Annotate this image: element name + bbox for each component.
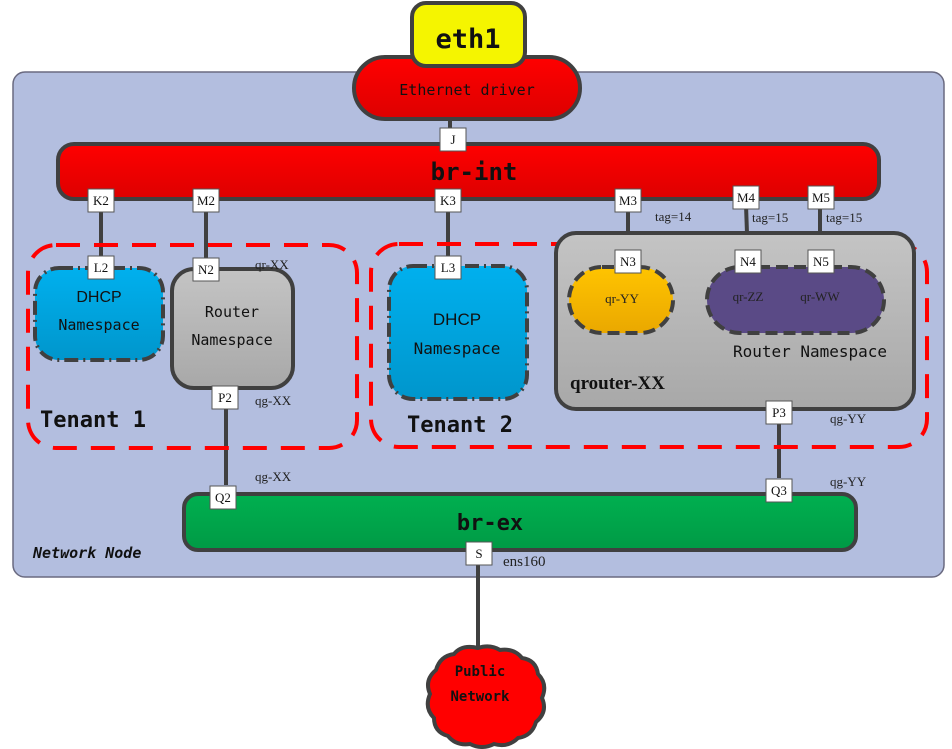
port-box[interactable]: [765, 400, 793, 425]
port-label: M2: [197, 193, 215, 208]
port-label: K2: [93, 193, 109, 208]
port-n2[interactable]: N2: [192, 257, 220, 282]
port-box[interactable]: [614, 188, 642, 213]
port-box[interactable]: [434, 255, 462, 280]
tenant1-qg-label: qg-XX: [255, 393, 292, 408]
port-k3[interactable]: K3: [434, 188, 462, 213]
public-network-cloud[interactable]: [425, 644, 547, 749]
port-label: L2: [94, 260, 108, 275]
port-box[interactable]: [211, 385, 239, 410]
port-box[interactable]: [434, 188, 462, 213]
port-n3[interactable]: N3: [614, 249, 642, 274]
tag-m3: tag=14: [655, 209, 692, 224]
eth1-label: eth1: [435, 24, 500, 55]
br-ex-label: br-ex: [457, 511, 523, 536]
port-box[interactable]: [734, 249, 762, 274]
port-box[interactable]: [209, 485, 237, 510]
tenant1-dhcp-namespace[interactable]: [33, 266, 165, 362]
port-m2[interactable]: M2: [192, 188, 220, 213]
tenant1-qr-label: qr-XX: [255, 257, 289, 272]
ens160-label: ens160: [503, 554, 546, 570]
port-label: K3: [440, 193, 456, 208]
port-q2[interactable]: Q2: [209, 485, 237, 510]
port-label: P2: [218, 390, 232, 405]
port-p3[interactable]: P3: [765, 400, 793, 425]
qrouter-router-namespace-label: Router Namespace: [733, 342, 887, 361]
tenant1-router-namespace[interactable]: [170, 267, 295, 390]
qr-ww-label: qr-WW: [800, 289, 840, 304]
port-box[interactable]: [765, 478, 793, 503]
bridge-qg-xx-label: qg-XX: [255, 469, 292, 484]
port-label: P3: [772, 405, 786, 420]
port-label: Q2: [215, 490, 231, 505]
tenant2-label: Tenant 2: [407, 413, 513, 438]
port-box[interactable]: [192, 188, 220, 213]
tenant1-region: [26, 243, 359, 450]
port-box[interactable]: [807, 249, 835, 274]
port-box[interactable]: [192, 257, 220, 282]
port-label: Q3: [771, 483, 787, 498]
port-box[interactable]: [465, 541, 493, 566]
qrouter-name: qrouter-XX: [570, 373, 665, 394]
port-k2[interactable]: K2: [87, 188, 115, 213]
port-label: L3: [441, 260, 455, 275]
port-label: M5: [812, 190, 830, 205]
port-label: N3: [620, 254, 636, 269]
tenant1-router-line1: Router: [205, 303, 259, 321]
port-box[interactable]: [87, 188, 115, 213]
port-p2[interactable]: P2: [211, 385, 239, 410]
port-label: N5: [813, 254, 829, 269]
port-s[interactable]: S: [465, 541, 493, 566]
tenant1-dhcp-line1: DHCP: [76, 289, 121, 306]
br-int-bridge[interactable]: [56, 142, 881, 201]
tenant2-dhcp-line2: Namespace: [414, 339, 501, 358]
bridge-qg-yy-label: qg-YY: [830, 474, 867, 489]
port-n5[interactable]: N5: [807, 249, 835, 274]
tenant2-dhcp-line1: DHCP: [433, 310, 481, 329]
tenant1-dhcp-line2: Namespace: [58, 316, 139, 334]
port-box[interactable]: [439, 127, 467, 152]
tenant2-qg-label: qg-YY: [830, 411, 867, 426]
port-box[interactable]: [732, 185, 760, 210]
port-label: M3: [619, 193, 637, 208]
tenant1-router-line2: Namespace: [191, 331, 272, 349]
port-box[interactable]: [614, 249, 642, 274]
qr-zz-label: qr-ZZ: [733, 289, 764, 304]
port-box[interactable]: [87, 255, 115, 280]
port-j[interactable]: J: [439, 127, 467, 152]
tag-m4: tag=15: [752, 210, 788, 225]
port-l3[interactable]: L3: [434, 255, 462, 280]
port-m4[interactable]: M4: [732, 185, 760, 210]
port-m5[interactable]: M5: [807, 185, 835, 210]
port-label: S: [475, 546, 482, 561]
br-int-label: br-int: [431, 158, 518, 186]
port-n4[interactable]: N4: [734, 249, 762, 274]
br-ex-bridge[interactable]: [182, 492, 858, 552]
public-network-line2: Network: [450, 689, 510, 705]
eth1-interface[interactable]: [410, 1, 527, 68]
port-q3[interactable]: Q3: [765, 478, 793, 503]
port-l2[interactable]: L2: [87, 255, 115, 280]
tenant2-dhcp-namespace[interactable]: [387, 264, 529, 401]
tag-m5: tag=15: [826, 210, 862, 225]
tenant1-label: Tenant 1: [40, 408, 146, 433]
port-label: J: [450, 132, 455, 147]
port-label: M4: [737, 190, 756, 205]
ethernet-driver-label: Ethernet driver: [399, 81, 534, 99]
port-label: N2: [198, 262, 214, 277]
port-label: N4: [740, 254, 756, 269]
public-network-line1: Public: [455, 664, 506, 680]
qr-yy-label: qr-YY: [605, 291, 639, 306]
network-node-label: Network Node: [32, 544, 141, 562]
qr-zz-ww-interface[interactable]: [705, 265, 886, 335]
port-box[interactable]: [807, 185, 835, 210]
port-m3[interactable]: M3: [614, 188, 642, 213]
